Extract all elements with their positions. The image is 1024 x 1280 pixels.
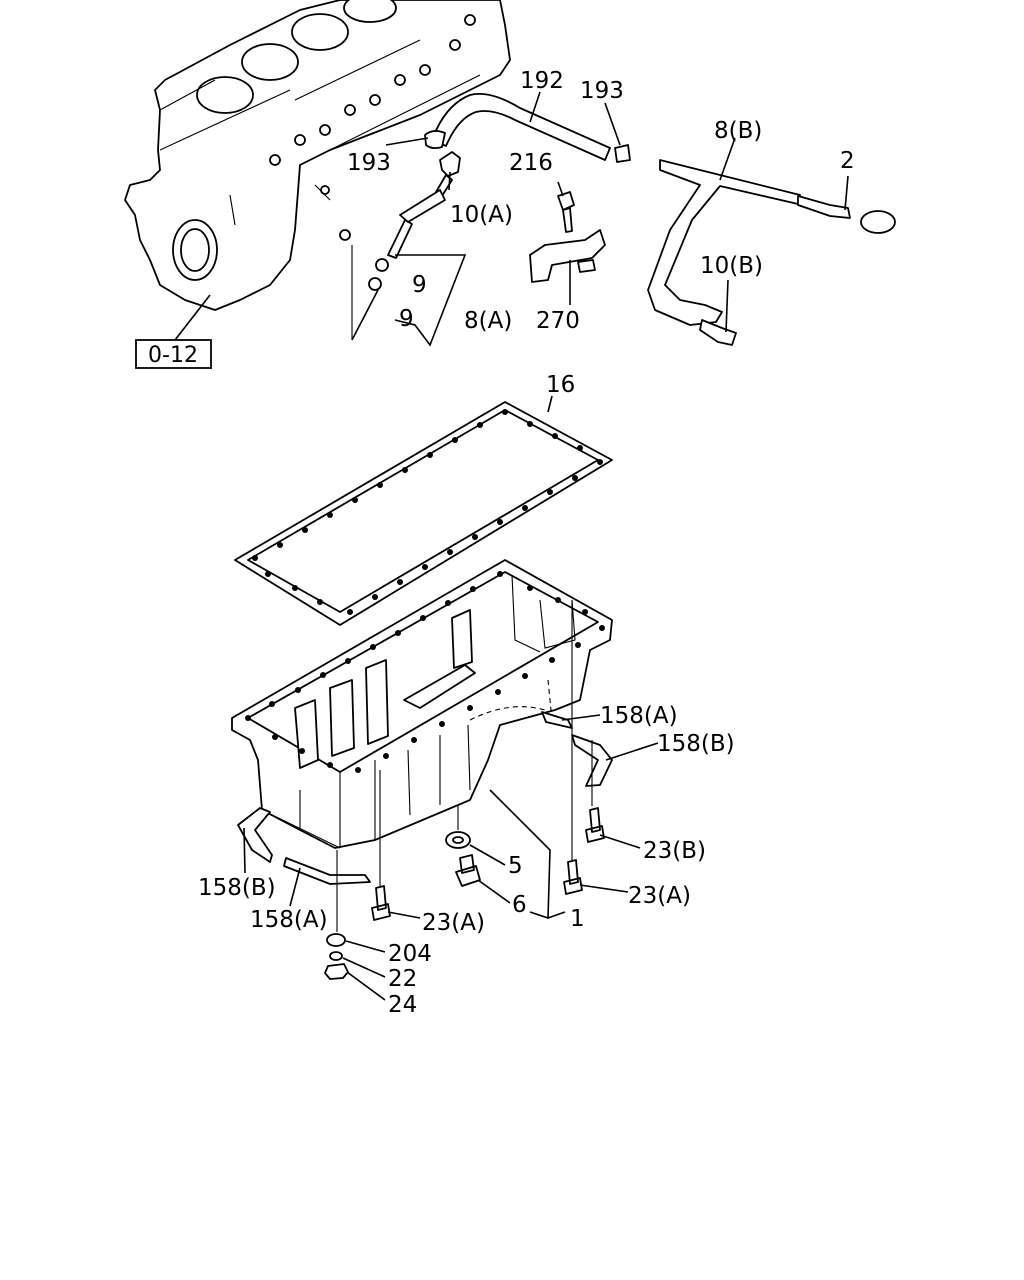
callout-9-lower: 9 — [399, 306, 414, 332]
callout-22: 22 — [388, 966, 417, 992]
leader-ref-box — [174, 294, 211, 341]
plate-158b-right — [571, 734, 613, 787]
bolt-23a-left — [371, 885, 391, 921]
hose-192 — [431, 93, 611, 161]
callout-158a-left: 158(A) — [250, 907, 328, 933]
bolt-10b — [699, 319, 737, 346]
callout-16: 16 — [546, 372, 575, 398]
dipstick-2 — [797, 195, 851, 219]
plate-158a-left — [283, 857, 371, 885]
bolt-216 — [557, 191, 575, 233]
callout-216: 216 — [509, 150, 553, 176]
oring-9-upper — [375, 258, 389, 272]
callout-8a: 8(A) — [464, 308, 512, 334]
washer-5 — [445, 831, 471, 849]
callout-24: 24 — [388, 992, 417, 1018]
clip-193-left — [424, 130, 446, 150]
leaders-lower — [243, 714, 659, 1001]
tube-bracket-8a — [387, 189, 446, 259]
spring-washer-22 — [329, 951, 343, 961]
callout-labels: 192 193 193 8(B) 2 216 10(A) 9 9 8(A) 27… — [198, 68, 855, 1018]
callout-158b-left: 158(B) — [198, 875, 276, 901]
callout-270: 270 — [536, 308, 580, 334]
bolt-23b — [585, 807, 605, 843]
callout-192: 192 — [520, 68, 564, 94]
leader-16 — [547, 395, 553, 413]
callout-193-left: 193 — [347, 150, 391, 176]
dipstick-guide-8b — [647, 159, 801, 326]
reference-box-label: 0-12 — [148, 343, 198, 368]
callout-193-right: 193 — [580, 78, 624, 104]
callout-5: 5 — [508, 853, 523, 879]
assembly-axis-lines — [336, 600, 593, 932]
gasket-16 — [234, 401, 613, 626]
plate-158b-left — [237, 807, 273, 863]
callout-1: 1 — [570, 906, 585, 932]
bolt-23a-right — [563, 859, 583, 895]
dipstick-ring — [860, 210, 896, 234]
callout-158a-right: 158(A) — [600, 703, 678, 729]
callout-23b: 23(B) — [643, 838, 706, 864]
callout-10a: 10(A) — [450, 202, 513, 228]
nut-24 — [324, 963, 349, 980]
callout-8b: 8(B) — [714, 118, 762, 144]
leaders-upper — [351, 91, 849, 347]
callout-23a-right: 23(A) — [628, 883, 691, 909]
oring-9-lower — [368, 277, 382, 291]
drain-plug-6 — [455, 854, 481, 887]
clip-193-right — [614, 144, 631, 163]
callout-10b: 10(B) — [700, 253, 763, 279]
reference-box — [135, 339, 212, 369]
callout-2: 2 — [840, 148, 855, 174]
callout-204: 204 — [388, 941, 432, 967]
callout-23a-left: 23(A) — [422, 910, 485, 936]
washer-204 — [326, 933, 346, 947]
oil-pan-1 — [231, 559, 613, 849]
callout-9-upper: 9 — [412, 272, 427, 298]
engine-block — [124, 0, 511, 311]
callout-6: 6 — [512, 892, 527, 918]
bracket-270 — [529, 229, 606, 283]
callout-158b-right: 158(B) — [657, 731, 735, 757]
